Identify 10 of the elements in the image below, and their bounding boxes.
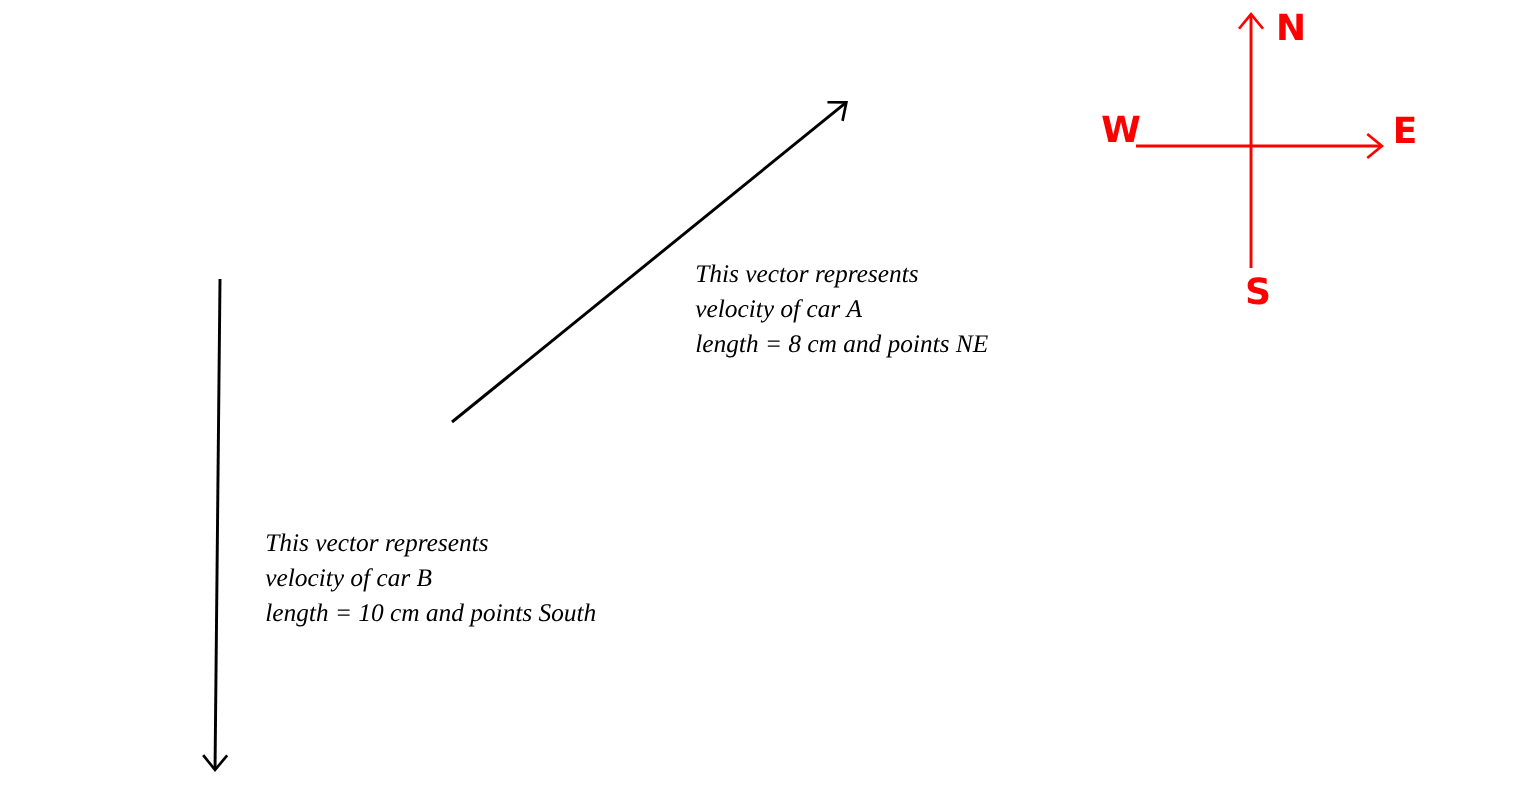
annotation-text: length = 10 cm and points South xyxy=(266,603,596,627)
compass-letter: S xyxy=(1247,277,1269,305)
annotation-text: velocity of car B xyxy=(265,568,432,592)
compass-letter: N xyxy=(1279,13,1303,40)
annotation-text: length = 8 cm and points NE xyxy=(696,334,988,358)
compass-letter: W xyxy=(1102,115,1140,142)
annotation-text: This vector represents xyxy=(266,533,488,557)
annotation-text: velocity of car A xyxy=(695,299,863,323)
annotation-text: This vector represents xyxy=(696,264,918,288)
compass-letter: E xyxy=(1396,116,1415,143)
